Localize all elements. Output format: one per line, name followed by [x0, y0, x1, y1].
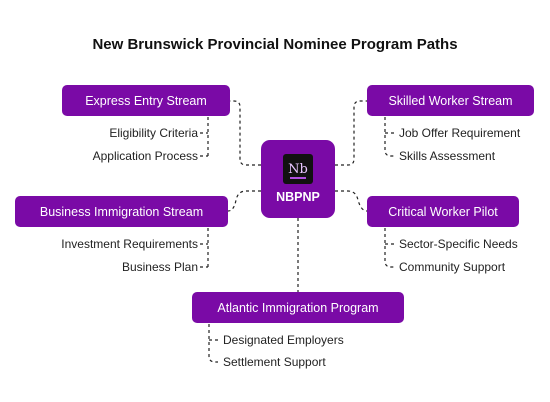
node-business-immigration-stream: Business Immigration Stream	[15, 196, 228, 227]
diagram-title: New Brunswick Provincial Nominee Program…	[92, 36, 458, 53]
node-critical-worker-pilot: Critical Worker Pilot	[367, 196, 519, 227]
leaf-designated-employers: Designated Employers	[223, 333, 344, 347]
leaf-investment-requirements: Investment Requirements	[61, 237, 198, 251]
leaf-community-support: Community Support	[399, 260, 506, 274]
node-skilled-worker-stream: Skilled Worker Stream	[367, 85, 534, 116]
node-express-entry-stream: Express Entry Stream	[62, 85, 230, 116]
connector-business-items	[200, 228, 209, 268]
connector-business	[227, 190, 261, 212]
connector-critical	[335, 190, 368, 212]
leaf-eligibility-criteria: Eligibility Criteria	[109, 126, 198, 140]
leaf-skills-assessment: Skills Assessment	[399, 149, 496, 163]
center-node-nbpnp: Nb NBPNP	[261, 140, 335, 218]
leaf-sector-specific-needs: Sector-Specific Needs	[399, 237, 518, 251]
node-atlantic-immigration-program: Atlantic Immigration Program	[192, 292, 404, 323]
connector-express-items	[200, 117, 209, 157]
leaf-job-offer-requirement: Job Offer Requirement	[399, 126, 521, 140]
leaf-business-plan: Business Plan	[121, 260, 198, 274]
connector-skilled	[335, 100, 367, 166]
nb-logo-icon: Nb	[283, 154, 313, 184]
leaf-application-process: Application Process	[92, 149, 198, 163]
connector-express	[230, 100, 261, 166]
leaf-settlement-support: Settlement Support	[223, 355, 326, 369]
connector-skilled-items	[384, 117, 394, 157]
center-node-label: NBPNP	[276, 190, 320, 204]
connector-critical-items	[384, 228, 394, 268]
connector-atlantic-items	[208, 324, 218, 363]
